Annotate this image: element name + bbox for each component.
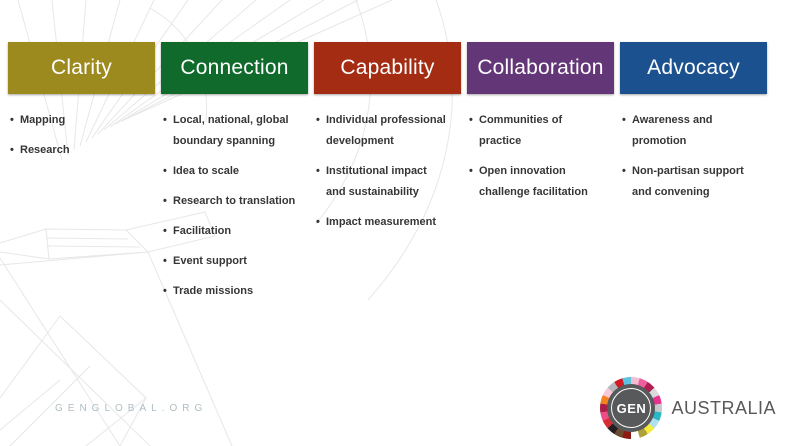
- pillar-clarity: Clarity MappingResearch: [8, 42, 155, 311]
- bullet-item: Research to translation: [163, 191, 308, 212]
- gen-logo-text: GEN: [616, 400, 647, 416]
- pillar-header-advocacy: Advocacy: [620, 42, 767, 94]
- pillar-header-capability: Capability: [314, 42, 461, 94]
- pillar-advocacy: Advocacy Awareness and promotionNon-part…: [620, 42, 767, 311]
- bullet-item: Awareness and promotion: [622, 110, 767, 152]
- pillar-bullets-collaboration: Communities of practiceOpen innovation c…: [467, 110, 614, 203]
- bullet-item: Open innovation challenge facilitation: [469, 161, 614, 203]
- pillar-columns: Clarity MappingResearch Connection Local…: [8, 42, 767, 311]
- bullet-item: Research: [10, 140, 155, 161]
- bullet-item: Communities of practice: [469, 110, 614, 152]
- pillar-collaboration: Collaboration Communities of practiceOpe…: [467, 42, 614, 311]
- website-url: GENGLOBAL.ORG: [55, 403, 208, 414]
- bullet-item: Local, national, global boundary spannin…: [163, 110, 308, 152]
- bullet-item: Facilitation: [163, 221, 308, 242]
- pillar-header-clarity: Clarity: [8, 42, 155, 94]
- bullet-item: Idea to scale: [163, 161, 308, 182]
- pillar-bullets-advocacy: Awareness and promotionNon-partisan supp…: [620, 110, 767, 203]
- bullet-item: Non-partisan support and convening: [622, 161, 767, 203]
- pillar-bullets-clarity: MappingResearch: [8, 110, 155, 161]
- gen-logo-inner-ring: GEN: [611, 388, 652, 428]
- logo-brand-text: AUSTRALIA: [671, 397, 776, 418]
- pillar-header-connection: Connection: [161, 42, 308, 94]
- bullet-item: Impact measurement: [316, 212, 461, 233]
- bullet-item: Trade missions: [163, 281, 308, 302]
- bullet-item: Mapping: [10, 110, 155, 131]
- pillar-header-collaboration: Collaboration: [467, 42, 614, 94]
- pillar-capability: Capability Individual professional devel…: [314, 42, 461, 311]
- bullet-item: Individual professional development: [316, 110, 461, 152]
- pillar-connection: Connection Local, national, global bound…: [161, 42, 308, 311]
- pillar-bullets-capability: Individual professional developmentInsti…: [314, 110, 461, 233]
- gen-australia-logo: GEN AUSTRALIA: [600, 377, 776, 439]
- bullet-item: Event support: [163, 251, 308, 272]
- gen-logo-circle: GEN: [607, 384, 656, 432]
- gen-logo-ring: GEN: [600, 377, 663, 439]
- bullet-item: Institutional impact and sustainability: [316, 161, 461, 203]
- pillar-bullets-connection: Local, national, global boundary spannin…: [161, 110, 308, 302]
